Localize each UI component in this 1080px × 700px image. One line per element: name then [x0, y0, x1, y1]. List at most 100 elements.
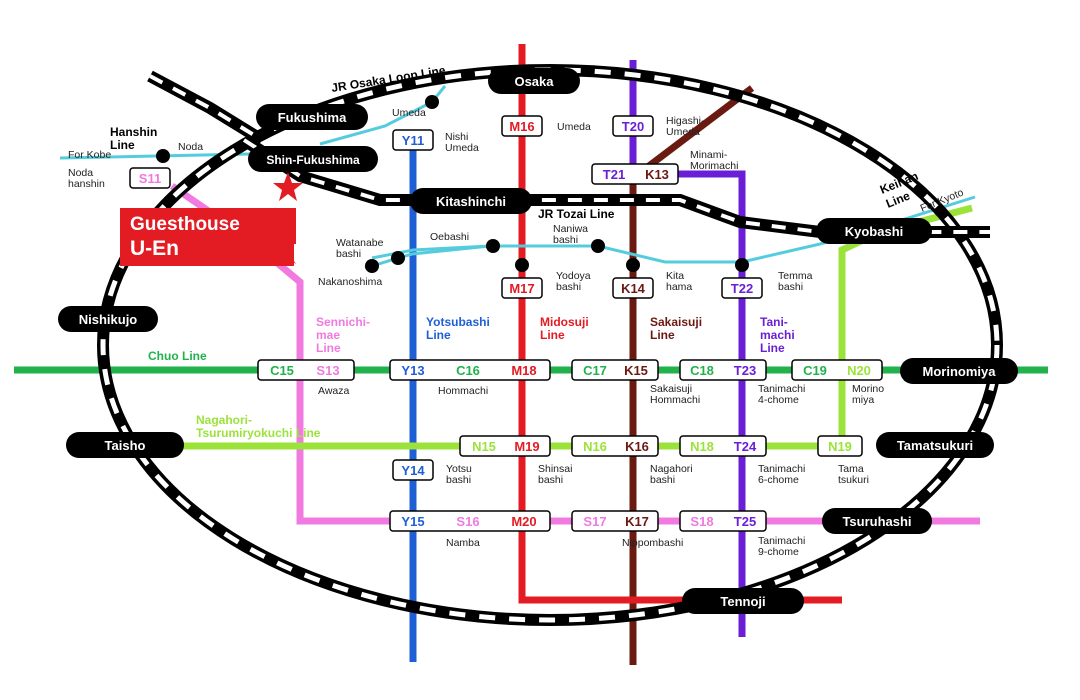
temmabashi-dot [735, 258, 749, 272]
label-nakanoshima: Nakanoshima [318, 276, 382, 288]
station-tamatsukuri[interactable]: Tamatsukuri [876, 432, 994, 458]
label-nishi-umeda: Nishi [445, 131, 468, 143]
noda-dot [156, 149, 170, 163]
jr-station-pills: Osaka Fukushima Shin-Fukushima Kitashinc… [58, 68, 1018, 614]
station-m17[interactable]: M17 [501, 277, 543, 299]
label-sakaisuji-line-2: Line [650, 328, 675, 342]
station-kyobashi[interactable]: Kyobashi [816, 218, 932, 244]
station-nishikujo[interactable]: Nishikujo [58, 306, 158, 332]
label-for-kobe: For Kobe [68, 149, 111, 161]
station-y15-s16-m20[interactable]: Y15 S16 M20 [389, 510, 551, 532]
label-sakaisuji-hommachi: Sakaisuji [650, 383, 692, 395]
station-s18-t25[interactable]: S18 T25 [679, 510, 767, 532]
label-yotsubashi-line-2: Line [426, 328, 451, 342]
station-shin-fukushima[interactable]: Shin-Fukushima [248, 146, 378, 172]
label-umeda-top: Umeda [392, 107, 426, 119]
station-s17-k17[interactable]: S17 K17 [571, 510, 659, 532]
label-nagahori-bashi-2: bashi [650, 474, 675, 486]
label-sakaisuji-hommachi-2: Hommachi [650, 394, 700, 406]
label-watanabe-bashi: Watanabe [336, 237, 384, 249]
label-chuo-line: Chuo Line [148, 349, 207, 363]
code-k16: K16 [625, 439, 649, 454]
label-nagahori-line: Nagahori- [196, 413, 252, 427]
station-taisho-label: Taisho [105, 438, 146, 453]
station-tsuruhashi-label: Tsuruhashi [842, 514, 911, 529]
guesthouse-star-icon [273, 172, 303, 201]
label-tama-tsukuri: Tama [838, 463, 864, 475]
label-oebashi: Oebashi [430, 231, 469, 243]
guesthouse-marker[interactable]: Guesthouse U-En [120, 172, 303, 266]
station-c18-t23[interactable]: C18 T23 [679, 359, 767, 381]
code-t20: T20 [622, 119, 644, 134]
code-s11: S11 [139, 171, 161, 186]
code-m20: M20 [511, 514, 536, 529]
station-c15-s13[interactable]: C15 S13 [257, 359, 355, 381]
station-tsuruhashi[interactable]: Tsuruhashi [822, 508, 932, 534]
fukushima-spur-ties [149, 74, 264, 142]
label-noda: Noda [178, 141, 203, 153]
label-sakaisuji-line: Sakaisuji [650, 315, 702, 329]
label-tanimachi-6: Tanimachi [758, 463, 805, 475]
station-n18-t24[interactable]: N18 T24 [679, 435, 767, 457]
code-s17: S17 [583, 514, 606, 529]
code-y13: Y13 [401, 363, 424, 378]
station-t20[interactable]: T20 [612, 115, 654, 137]
code-c16: C16 [456, 363, 480, 378]
station-osaka[interactable]: Osaka [488, 68, 580, 94]
station-morinomiya[interactable]: Morinomiya [900, 358, 1018, 384]
station-t21-k13[interactable]: T21 K13 [591, 163, 679, 185]
nakanoshima-dot [365, 259, 379, 273]
station-t22[interactable]: T22 [721, 277, 763, 299]
code-n15: N15 [472, 439, 496, 454]
code-k13: K13 [645, 167, 669, 182]
station-y11[interactable]: Y11 [392, 129, 434, 151]
station-c19-n20[interactable]: C19 N20 [791, 359, 883, 381]
code-k17: K17 [625, 514, 649, 529]
label-sennichimae-line: Sennichi- [316, 315, 370, 329]
code-c17: C17 [583, 363, 607, 378]
station-tennoji-label: Tennoji [720, 594, 765, 609]
kitahama-dot [626, 258, 640, 272]
oebashi-dot [486, 239, 500, 253]
label-tanimachi-line-3: Line [760, 341, 785, 355]
station-k14[interactable]: K14 [612, 277, 654, 299]
code-t23: T23 [734, 363, 756, 378]
label-nippombashi: Nippombashi [622, 537, 683, 549]
station-y14[interactable]: Y14 [392, 459, 434, 481]
station-s11[interactable]: S11 [129, 167, 171, 189]
label-hommachi: Hommachi [438, 385, 488, 397]
label-noda-hanshin: Noda [68, 167, 93, 179]
label-hanshin-line-2: Line [110, 138, 135, 152]
code-m16: M16 [509, 119, 534, 134]
label-awaza: Awaza [318, 385, 349, 397]
code-s13: S13 [316, 363, 339, 378]
label-sennichimae-line-2: mae [316, 328, 340, 342]
code-n20: N20 [847, 363, 871, 378]
station-n19[interactable]: N19 [817, 435, 863, 457]
station-m16[interactable]: M16 [501, 115, 543, 137]
station-c17-k15[interactable]: C17 K15 [571, 359, 659, 381]
label-temma-bashi: Temma [778, 270, 813, 282]
label-kita-hama-2: hama [666, 281, 692, 293]
station-kitashinchi[interactable]: Kitashinchi [410, 188, 532, 214]
jr-loop-line [97, 64, 1003, 626]
label-naniwa-bashi: Naniwa [553, 223, 588, 235]
station-y13-c16-m18[interactable]: Y13 C16 M18 [389, 359, 551, 381]
code-t21: T21 [603, 167, 625, 182]
code-m17: M17 [509, 281, 534, 296]
code-k15: K15 [624, 363, 648, 378]
label-yodoya-bashi: Yodoya [556, 270, 591, 282]
station-n16-k16[interactable]: N16 K16 [571, 435, 659, 457]
code-n18: N18 [690, 439, 714, 454]
label-kita-hama: Kita [666, 270, 684, 282]
station-tennoji[interactable]: Tennoji [682, 588, 804, 614]
label-shinsai-bashi: Shinsai [538, 463, 572, 475]
label-yotsu-bashi-2: bashi [446, 474, 471, 486]
label-higashi-umeda-2: Umeda [666, 126, 700, 138]
station-n15-m19[interactable]: N15 M19 [459, 435, 551, 457]
station-fukushima[interactable]: Fukushima [256, 104, 368, 130]
label-nagahori-line-2: Tsurumiryokuchi Line [196, 426, 321, 440]
station-taisho[interactable]: Taisho [66, 432, 184, 458]
watanabe-bashi-dot [391, 251, 405, 265]
code-t22: T22 [731, 281, 753, 296]
